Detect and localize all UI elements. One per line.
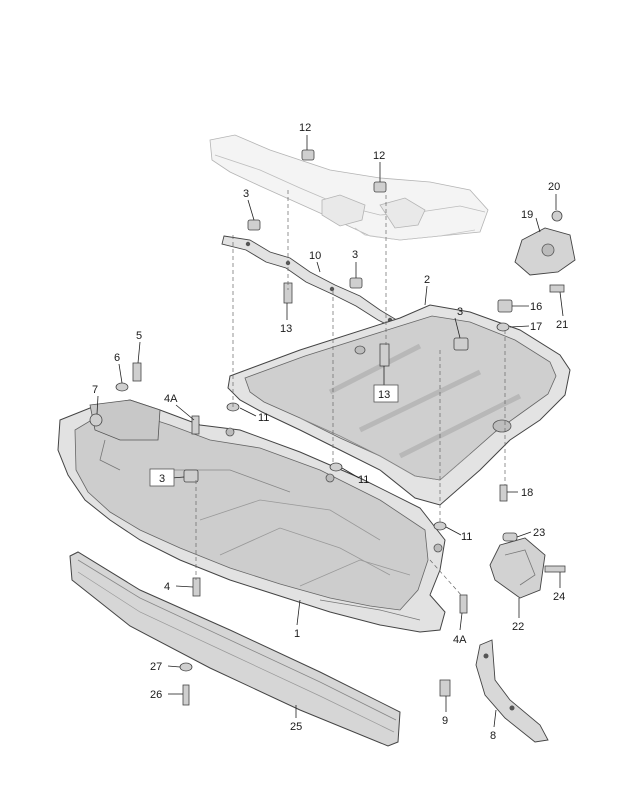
label-11b: 11 [358, 474, 369, 486]
main-underbody-shield [57, 399, 446, 633]
front-bumper-strip [69, 551, 401, 747]
label-3d: 3 [159, 473, 165, 485]
label-3a: 3 [243, 188, 249, 200]
label-3b: 3 [352, 249, 358, 261]
label-17: 17 [530, 321, 542, 333]
label-6: 6 [114, 352, 120, 364]
label-4a-top: 4A [164, 393, 178, 405]
label-21: 21 [556, 319, 568, 331]
label-16: 16 [530, 301, 542, 313]
label-3c: 3 [457, 306, 463, 318]
label-4a-bottom: 4A [453, 634, 467, 646]
label-12a: 12 [299, 122, 311, 134]
label-13a: 13 [280, 323, 292, 335]
label-13b: 13 [378, 389, 390, 401]
label-23: 23 [533, 527, 545, 539]
label-24: 24 [553, 591, 565, 603]
label-1: 1 [294, 628, 300, 640]
label-22: 22 [512, 621, 524, 633]
boxed-labels [149, 384, 399, 487]
label-7: 7 [92, 384, 98, 396]
bracket-8 [475, 639, 549, 743]
label-19: 19 [521, 209, 533, 221]
leader-lines [96, 135, 564, 728]
fasteners [89, 149, 566, 706]
label-2: 2 [424, 274, 430, 286]
label-20: 20 [548, 181, 560, 193]
label-25: 25 [290, 721, 302, 733]
part-labels: 12 12 3 10 3 2 13 3 16 17 20 19 21 5 6 7… [92, 122, 568, 742]
label-9: 9 [442, 715, 448, 727]
bracket-22 [489, 537, 546, 599]
label-10: 10 [309, 250, 321, 262]
label-27: 27 [150, 661, 162, 673]
alignment-lines [195, 190, 506, 597]
label-12b: 12 [373, 150, 385, 162]
label-11a: 11 [258, 412, 269, 424]
bracket-19 [514, 227, 576, 276]
label-18: 18 [521, 487, 533, 499]
label-26: 26 [150, 689, 162, 701]
rear-underbody-panel [227, 304, 571, 506]
label-8: 8 [490, 730, 496, 742]
subframe-crossmember [209, 134, 489, 241]
label-4: 4 [164, 581, 170, 593]
label-11c: 11 [461, 531, 472, 543]
label-5: 5 [136, 330, 142, 342]
